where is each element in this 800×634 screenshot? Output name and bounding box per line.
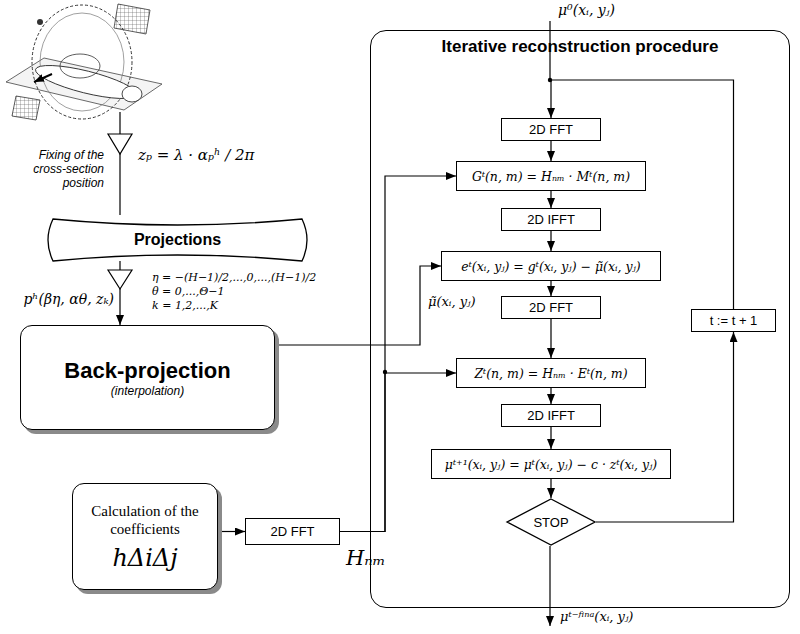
x-ray-source [37, 19, 43, 25]
junction-dot [383, 370, 387, 374]
scan-section [60, 54, 100, 78]
node-text: STOP [533, 515, 568, 530]
process-box: Calculation of the coefficients hΔiΔj [72, 483, 218, 590]
node-text: Projections [134, 231, 221, 249]
range-label: k = 1,2,...,Κ [152, 299, 218, 312]
signal-label: pʰ(βη, αθ, zₖ) [2, 291, 114, 307]
process-box: t := t + 1 [691, 309, 776, 332]
process-box: 2D IFFT [501, 404, 601, 427]
connector [550, 231, 551, 251]
input-label: μ⁰(xᵢ, yⱼ) [558, 2, 615, 18]
group-frame: Iterative reconstruction procedure 2D FFT… [370, 30, 790, 608]
connector [550, 319, 551, 358]
selector-triangle [108, 134, 132, 154]
formula-label: zₚ = λ · αₚʰ / 2π [138, 146, 254, 164]
edge-label: μ̃(xᵢ, yⱼ) [426, 294, 478, 309]
diamond-shape [507, 499, 595, 545]
patient-head [122, 86, 142, 102]
connector [550, 191, 551, 208]
node-text: t := t + 1 [710, 313, 758, 328]
formula-box: μᵗ⁺¹(xᵢ, yⱼ) = μᵗ(xᵢ, yⱼ) − c · zᵗ(xᵢ, y… [431, 449, 671, 479]
node-text: Gᵗ(n, m) = Hₙₘ · Mᵗ(n, m) [472, 169, 630, 184]
node-text: 2D IFFT [527, 212, 575, 227]
process-box: 2D FFT [501, 118, 601, 141]
detector-panel [12, 96, 40, 120]
node-text: 2D FFT [270, 524, 314, 539]
connector [550, 479, 551, 498]
process-box: 2D FFT [501, 296, 601, 319]
connector [218, 531, 245, 532]
node-text: Calculation of the coefficients [81, 502, 209, 538]
decision-diamond: STOP [506, 498, 596, 546]
node-subtext: hΔiΔj [112, 544, 177, 572]
range-label: θ = 0,...,Θ−1 [152, 285, 225, 298]
formula-box: Gᵗ(n, m) = Hₙₘ · Mᵗ(n, m) [456, 161, 646, 191]
formula-box: Zᵗ(n, m) = Hₙₘ · Eᵗ(n, m) [456, 358, 646, 388]
motion-arrow [34, 74, 52, 82]
lead-line [119, 112, 120, 215]
node-text: 2D FFT [529, 122, 573, 137]
detector-panel [114, 4, 150, 34]
node-text: 2D IFFT [527, 408, 575, 423]
connector [550, 388, 551, 404]
connector [550, 141, 551, 161]
signal-label: Hₙₘ [346, 546, 386, 570]
node-text: 2D FFT [529, 300, 573, 315]
output-label: μᵗ⁻ᶠⁱⁿᵃ(xᵢ, yⱼ) [560, 609, 633, 624]
process-box: 2D IFFT [501, 208, 601, 231]
node-text: μᵗ⁺¹(xᵢ, yⱼ) = μᵗ(xᵢ, yⱼ) − c · zᵗ(xᵢ, y… [445, 457, 657, 472]
node-subtext: (interpolation) [111, 384, 184, 398]
range-label: η = −(Η−1)/2,...,0,...,(Η−1)/2 [152, 271, 316, 284]
junction-dot [548, 78, 552, 82]
ct-scanner-illustration [6, 4, 162, 120]
node-text: eᵗ(xᵢ, yⱼ) = gᵗ(xᵢ, yⱼ) − μ̃(xᵢ, yⱼ) [461, 259, 640, 274]
caption-note: Fixing of the cross-section position [4, 148, 104, 190]
process-box: Back-projection(interpolation) [20, 325, 275, 430]
output-line [549, 546, 550, 626]
band-shape [48, 219, 307, 261]
node-text: Back-projection [64, 358, 230, 384]
node-text: Zᵗ(n, m) = Hₙₘ · Eᵗ(n, m) [474, 366, 627, 381]
formula-box: eᵗ(xᵢ, yⱼ) = gᵗ(xᵢ, yⱼ) − μ̃(xᵢ, yⱼ) [441, 251, 661, 281]
storage-band: Projections [45, 215, 310, 265]
process-box: 2D FFT [245, 518, 340, 545]
selector-triangle [108, 270, 132, 289]
connector [550, 427, 551, 449]
node-text: Iterative reconstruction procedure [442, 37, 719, 57]
connector [550, 281, 551, 296]
